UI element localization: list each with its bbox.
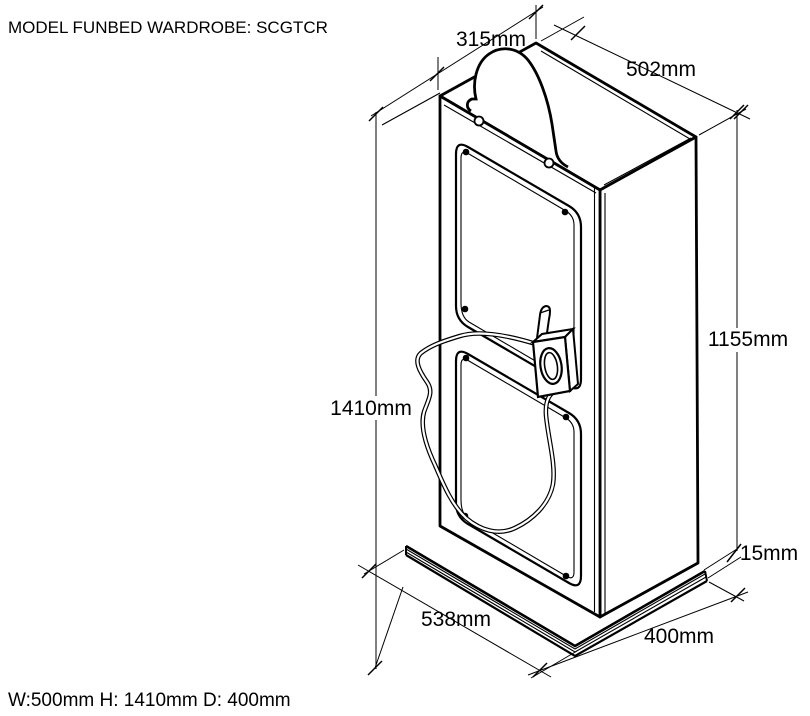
extension-line: [530, 650, 578, 679]
extension-line: [707, 556, 742, 579]
top-rim-line: [540, 50, 691, 140]
drawing-title: MODEL FUNBED WARDROBE: SCGTCR: [8, 18, 328, 37]
arch-outline: [465, 47, 569, 169]
dimension-overall-height: 1410mm: [324, 106, 419, 676]
screw-dot: [462, 148, 470, 156]
dimension-line: [527, 591, 749, 676]
screw-dot: [561, 208, 569, 216]
side-face: [598, 135, 700, 619]
dimension-label: 1410mm: [330, 397, 412, 420]
dimension-tick: [733, 104, 749, 120]
dimension-line: [370, 6, 544, 117]
dimension-base-thickness: 15mm: [703, 542, 798, 579]
dimension-top-width: 315mm: [370, 4, 544, 117]
upper-panel-outline: [454, 143, 583, 390]
base-layer-line: [405, 548, 706, 650]
size-summary: W:500mm H: 1410mm D: 400mm: [8, 690, 291, 711]
dimension-tick: [570, 25, 586, 41]
dimension-label: 1155mm: [708, 328, 788, 351]
extension-line: [703, 548, 738, 571]
wardrobe-body: [381, 41, 700, 619]
dimension-label: 502mm: [626, 58, 696, 81]
extension-line: [374, 586, 404, 669]
label-mask: [324, 396, 419, 420]
dimension-top-depth: 502mm: [540, 16, 751, 136]
dimension-tick: [730, 587, 746, 603]
top-inner-edge: [603, 137, 692, 186]
dimension-line: [553, 24, 751, 120]
dimension-tick: [368, 106, 384, 122]
lock-hole-inner: [543, 351, 559, 381]
dimension-side-height: 1155mm: [700, 104, 797, 551]
dimension-tick: [429, 66, 445, 82]
back-top-lip: [443, 104, 597, 194]
lower-panel-outline: [454, 350, 583, 587]
screw-dot: [562, 413, 570, 421]
label-mask: [700, 328, 797, 352]
dimension-base-depth: 400mm: [527, 581, 749, 676]
corner-extension-line: [381, 92, 441, 126]
extension-line: [698, 108, 747, 136]
dimension-tick: [367, 660, 383, 676]
dimension-label: 15mm: [740, 542, 798, 565]
dimension-tick: [729, 104, 745, 120]
arch-fill: [467, 48, 570, 169]
dimension-label: 315mm: [456, 28, 526, 51]
dimension-line: [357, 564, 552, 678]
dimension-label: 400mm: [644, 625, 714, 648]
lock-lever-facet: [539, 309, 550, 314]
screw-dot: [562, 572, 570, 580]
dimension-label: 538mm: [421, 608, 491, 631]
extension-line: [708, 581, 745, 602]
arch-screw-hole-right: [543, 157, 555, 169]
screw-dot: [462, 354, 470, 362]
dimension-base-width: 538mm: [357, 564, 578, 679]
screw-dot: [461, 305, 469, 313]
cable-core: [416, 332, 559, 533]
dimension-tick: [726, 543, 742, 563]
base-bottom-edge: [405, 554, 708, 658]
cable-lock-bracket: [529, 304, 580, 399]
base-top-edge: [405, 544, 706, 648]
arch-screw-hole-left: [473, 115, 485, 127]
power-cable: [415, 331, 559, 534]
base-right-cap: [704, 570, 708, 582]
dimension-tick: [528, 4, 544, 20]
arch-bracket: [465, 47, 570, 169]
